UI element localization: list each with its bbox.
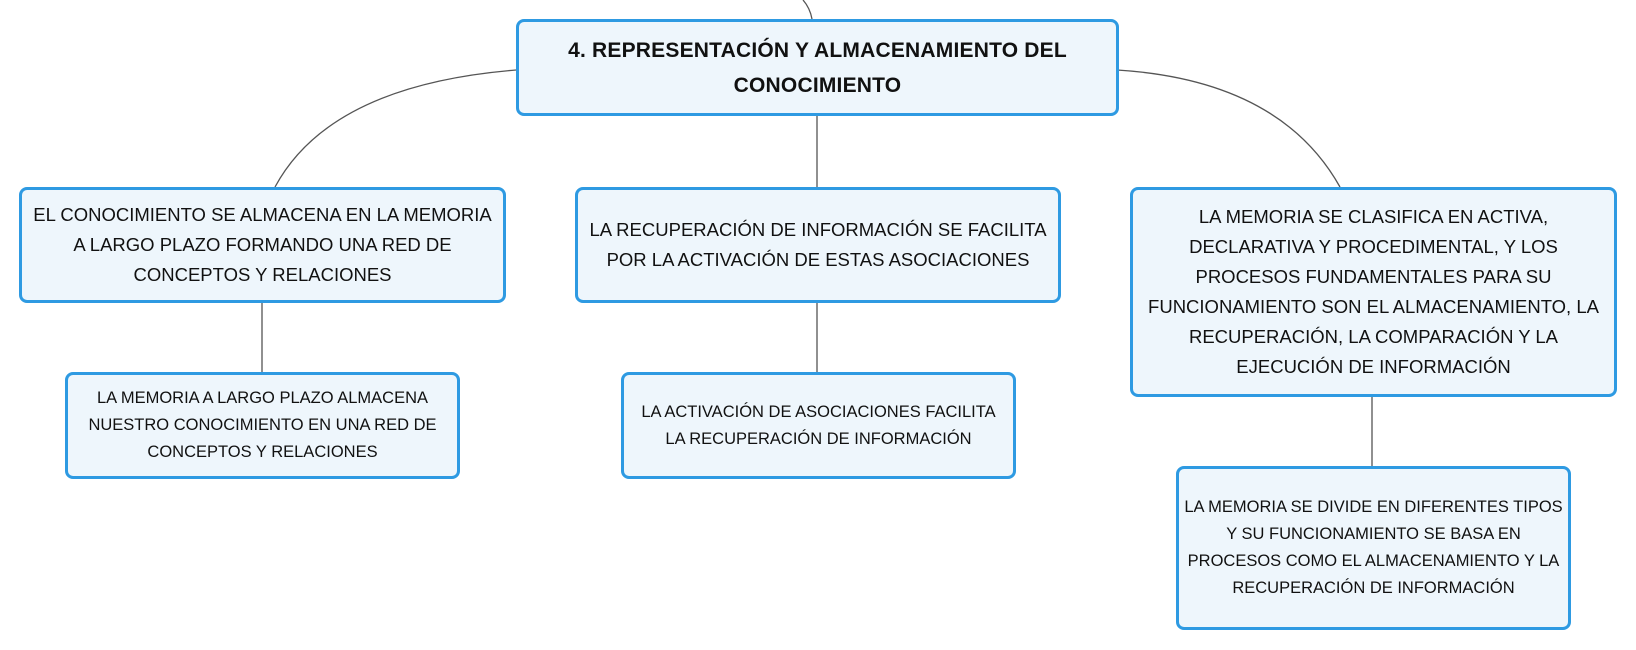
branch-node-clasificacion-memoria[interactable]: LA MEMORIA SE CLASIFICA EN ACTIVA, DECLA… (1130, 187, 1617, 397)
branch-node-memoria-largo-plazo[interactable]: EL CONOCIMIENTO SE ALMACENA EN LA MEMORI… (19, 187, 506, 303)
branch-node-recuperacion[interactable]: LA RECUPERACIÓN DE INFORMACIÓN SE FACILI… (575, 187, 1061, 303)
branch-node-label: LA MEMORIA SE CLASIFICA EN ACTIVA, DECLA… (1148, 206, 1599, 377)
child-node-activacion-asociaciones[interactable]: LA ACTIVACIÓN DE ASOCIACIONES FACILITA L… (621, 372, 1016, 479)
root-node[interactable]: 4. REPRESENTACIÓN Y ALMACENAMIENTO DEL C… (516, 19, 1119, 116)
child-node-tipos-memoria[interactable]: LA MEMORIA SE DIVIDE EN DIFERENTES TIPOS… (1176, 466, 1571, 630)
child-node-red-conceptos[interactable]: LA MEMORIA A LARGO PLAZO ALMACENA NUESTR… (65, 372, 460, 479)
connector-root-to-branch-1 (274, 69, 517, 188)
connector-root-to-branch-3 (1116, 69, 1341, 188)
root-node-label: 4. REPRESENTACIÓN Y ALMACENAMIENTO DEL C… (568, 38, 1067, 97)
child-node-label: LA MEMORIA SE DIVIDE EN DIFERENTES TIPOS… (1184, 498, 1563, 597)
child-node-label: LA ACTIVACIÓN DE ASOCIACIONES FACILITA L… (641, 402, 996, 448)
branch-node-label: EL CONOCIMIENTO SE ALMACENA EN LA MEMORI… (33, 204, 492, 285)
branch-node-label: LA RECUPERACIÓN DE INFORMACIÓN SE FACILI… (589, 219, 1047, 270)
connector-incoming-root (802, 0, 813, 20)
child-node-label: LA MEMORIA A LARGO PLAZO ALMACENA NUESTR… (88, 389, 437, 461)
